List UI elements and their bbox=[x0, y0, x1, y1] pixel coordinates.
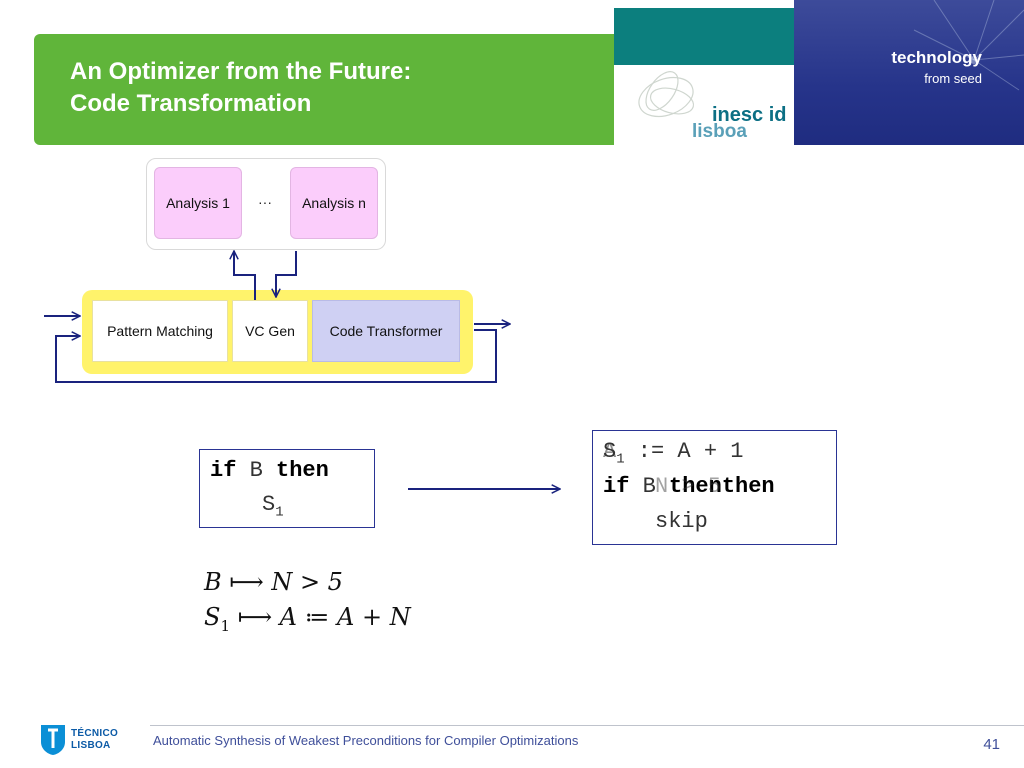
keyword-then: then bbox=[276, 458, 329, 483]
analysis-n-box: Analysis n bbox=[290, 167, 378, 239]
header-photo-panel bbox=[794, 0, 1024, 145]
inesc-id-logo: inesc id lisboa bbox=[614, 65, 794, 145]
analysis-n-label: Analysis n bbox=[302, 195, 366, 211]
code-before-line-1: if B then bbox=[210, 458, 329, 483]
code-before-line-2: S1 bbox=[262, 492, 284, 520]
assignment-text: := A + 1 bbox=[624, 439, 744, 464]
analysis-1-label: Analysis 1 bbox=[166, 195, 230, 211]
dandelion-seed-icon bbox=[913, 0, 1024, 91]
tecnico-line-1: TÉCNICO bbox=[71, 728, 119, 739]
code-after-line-2: if B thenthen bbox=[603, 474, 775, 499]
code-after-line-3: skip bbox=[655, 509, 708, 534]
analysis-1-box: Analysis 1 bbox=[154, 167, 242, 239]
logo-top-text: inesc id bbox=[712, 104, 786, 126]
inesc-id-swirl-icon: inesc id lisboa bbox=[638, 71, 786, 142]
logo-bottom-text: lisboa bbox=[692, 121, 747, 142]
overlay-variable-a: A bbox=[603, 439, 617, 464]
vc-gen-label: VC Gen bbox=[245, 323, 295, 339]
header-teal-strip bbox=[614, 8, 796, 65]
analysis-ellipsis: ··· bbox=[258, 194, 272, 210]
code-before-box: if B then S1 bbox=[199, 449, 375, 528]
mapping-s1-subscript: 1 bbox=[220, 616, 230, 635]
vc-gen-box: VC Gen bbox=[232, 300, 308, 362]
statement-s: S bbox=[262, 492, 276, 517]
statement-s-subscript: 1 bbox=[275, 504, 284, 521]
keyword-if: if bbox=[210, 458, 237, 483]
overlay-condition: N > 5 bbox=[655, 474, 722, 499]
condition-b: B bbox=[249, 458, 263, 483]
page-title-line-2: Code Transformation bbox=[70, 90, 312, 117]
tecnico-shield-icon bbox=[41, 725, 65, 755]
tecnico-line-2: LISBOA bbox=[71, 740, 111, 751]
mapping-b: B ⟼ N > 5 bbox=[204, 568, 343, 596]
keyword-then: then bbox=[669, 474, 722, 499]
tagline-technology: technology bbox=[891, 48, 982, 67]
mapping-s1-arrow: ⟼ bbox=[230, 603, 280, 631]
mapping-b-rhs: N > 5 bbox=[271, 568, 343, 596]
page-title: An Optimizer from the Future: Code Trans… bbox=[70, 56, 590, 120]
code-after-line-1: S1 := A + 1 bbox=[603, 439, 743, 467]
mapping-s1: S1 ⟼ A ≔ A + N bbox=[204, 603, 411, 635]
mapping-b-lhs: B bbox=[204, 568, 222, 596]
pattern-matching-box: Pattern Matching bbox=[92, 300, 228, 362]
mapping-s1-rhs: A ≔ A + N bbox=[279, 603, 411, 631]
pattern-matching-label: Pattern Matching bbox=[107, 323, 213, 339]
page-number: 41 bbox=[983, 736, 1000, 753]
code-transformer-label: Code Transformer bbox=[329, 323, 443, 339]
page-title-line-1: An Optimizer from the Future: bbox=[70, 58, 412, 85]
condition-b: B bbox=[642, 474, 656, 499]
keyword-then-ghost: then bbox=[721, 474, 775, 499]
statement-s: S bbox=[603, 439, 617, 464]
statement-s-subscript: 1 bbox=[616, 451, 625, 468]
tecnico-logo-text: TÉCNICO LISBOA bbox=[71, 728, 118, 752]
mapping-b-arrow: ⟼ bbox=[221, 568, 272, 596]
keyword-if: if bbox=[603, 474, 630, 499]
code-after-box: S1 := A + 1 A if B thenthen N > 5 skip bbox=[592, 430, 837, 545]
tagline-from-seed: from seed bbox=[924, 71, 982, 86]
code-transformer-box: Code Transformer bbox=[312, 300, 460, 362]
footer-title: Automatic Synthesis of Weakest Precondit… bbox=[153, 733, 579, 748]
footer-divider bbox=[150, 725, 1024, 726]
mapping-s1-lhs: S bbox=[204, 603, 221, 631]
